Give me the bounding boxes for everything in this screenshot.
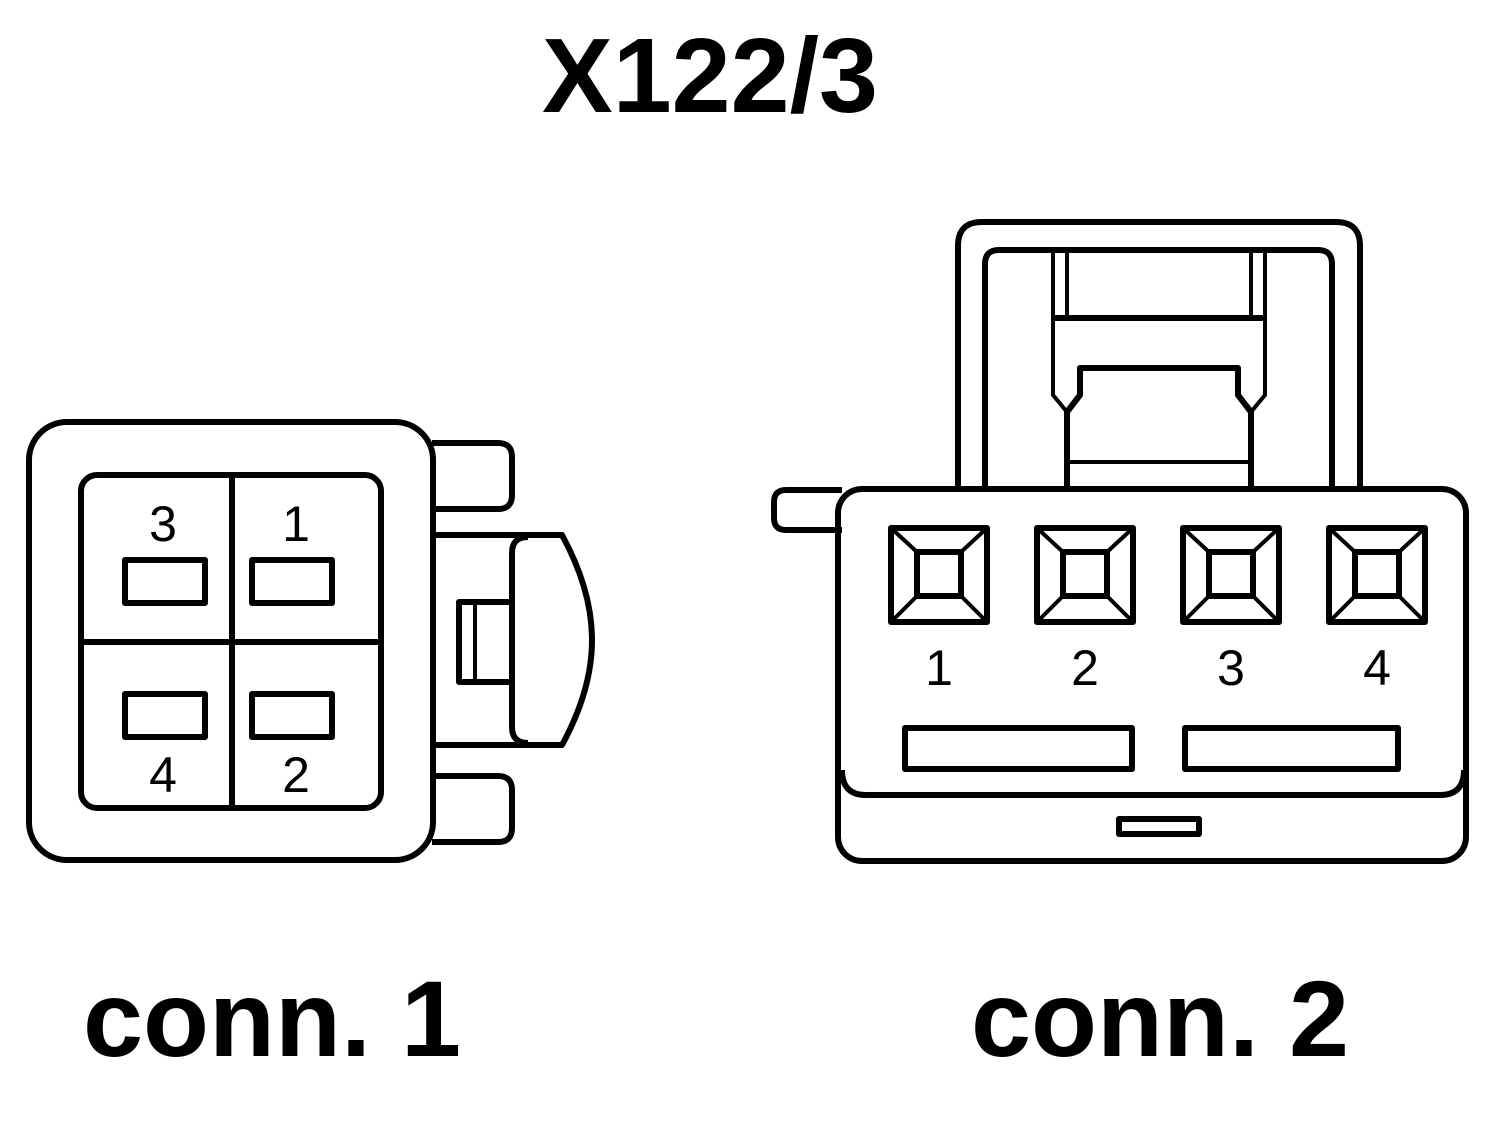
connector-1-label: conn. 1 <box>83 958 461 1079</box>
connector-1-latch-top <box>432 440 515 512</box>
connector-2-spring-inner <box>1064 365 1254 490</box>
connector-1-housing <box>26 419 436 863</box>
connector-1-latch-bottom <box>432 773 515 845</box>
connector-1-pin-label: 3 <box>149 496 177 552</box>
connector-1-terminal-4 <box>122 691 208 740</box>
connector-1-pin-label: 1 <box>282 496 310 552</box>
connector-2-housing-step <box>839 769 1467 798</box>
connector-2-latch-frame-inner <box>982 247 1335 490</box>
connector-2-terminal-3 <box>1180 525 1282 625</box>
connector-1-pin-label: 2 <box>282 747 310 803</box>
connector-2-label: conn. 2 <box>971 958 1349 1079</box>
connector-1-lock-slot <box>456 599 515 685</box>
connector-2-housing <box>835 486 1469 864</box>
connector-2-bottom-notch <box>1116 816 1202 837</box>
connector-1: 3 1 4 2 <box>26 419 595 863</box>
connector-2-terminal-4 <box>1326 525 1428 625</box>
connector-1-lock-tab <box>432 532 595 748</box>
connector-2-terminal-2 <box>1034 525 1136 625</box>
connector-2-pin-label: 4 <box>1363 640 1391 696</box>
diagram-title: X122/3 <box>542 17 878 135</box>
connector-2-pin-label: 3 <box>1217 640 1245 696</box>
connector-2-latch-frame-outer <box>955 219 1363 490</box>
connector-2-terminal-1 <box>888 525 990 625</box>
connector-1-pin-label: 4 <box>149 747 177 803</box>
connector-2-pin-label: 2 <box>1071 640 1099 696</box>
connector-2-pin-label: 1 <box>925 640 953 696</box>
connector-1-terminal-2 <box>249 691 335 740</box>
connector-2: 1 2 3 4 <box>771 219 1469 864</box>
connector-2-key-slot-right <box>1182 725 1401 772</box>
connector-1-terminal-1 <box>249 557 335 606</box>
connector-2-key-slot-left <box>902 725 1135 772</box>
connector-2-side-tab <box>771 487 842 533</box>
connector-1-terminal-3 <box>122 557 208 606</box>
